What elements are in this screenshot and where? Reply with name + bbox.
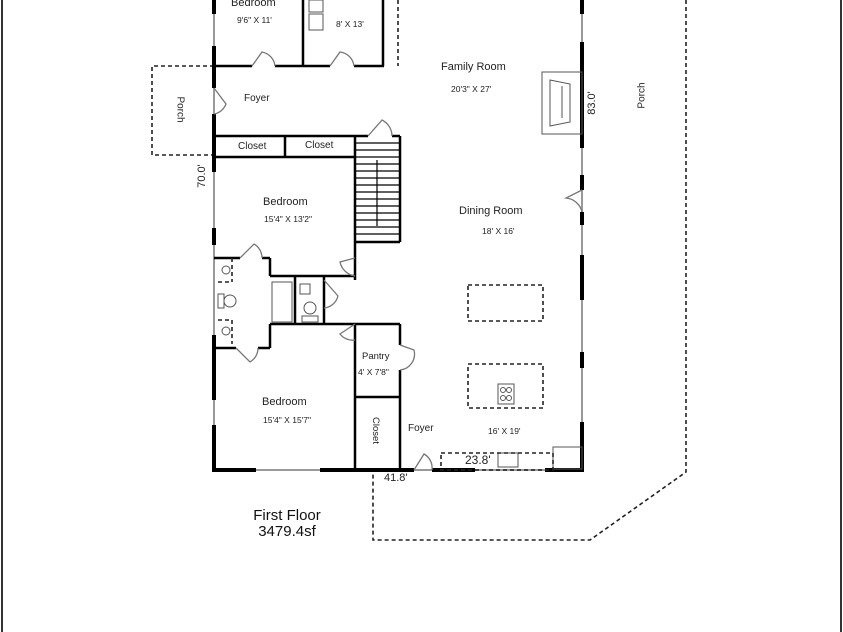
room-dims-8x13: 8' X 13' [336, 19, 364, 29]
room-dims-bedroom-bottom: 15'4" X 15'7" [263, 415, 312, 425]
room-dims-bedroom-middle: 15'4" X 13'2" [264, 214, 313, 224]
room-label-bedroom-top: Bedroom [231, 0, 276, 9]
dimension-bottom-wall: 41.8' [384, 472, 408, 484]
room-label-closet-1: Closet [238, 141, 267, 152]
floor-area: 3479.4sf [258, 523, 316, 540]
room-label-closet-2: Closet [305, 140, 334, 151]
room-label-family-room: Family Room [441, 61, 506, 73]
page-border-left [1, 0, 3, 632]
room-label-pantry: Pantry [362, 351, 390, 362]
room-label-dining-room: Dining Room [459, 205, 523, 217]
room-dims-bedroom-top: 9'6" X 11' [237, 15, 272, 25]
stair-treads [355, 142, 400, 235]
dashed-zones [218, 258, 554, 471]
floor-title: First Floor [253, 507, 321, 524]
floor-title-block: First Floor 3479.4sf [222, 508, 352, 540]
door-swings [213, 51, 583, 471]
room-dims-family-room: 20'3" X 27' [451, 84, 492, 94]
interior-walls [214, 0, 402, 470]
dimension-right-wall: 83.0' [585, 91, 598, 115]
porch-outline [151, 0, 687, 541]
page-border-right [840, 0, 842, 632]
dimension-left-wall: 70.0' [195, 164, 208, 188]
room-dims-dining-room: 18' X 16' [482, 226, 515, 236]
room-label-foyer-bottom: Foyer [408, 423, 434, 434]
fixtures [217, 0, 583, 470]
room-label-bedroom-bottom: Bedroom [262, 396, 307, 408]
room-label-porch-left: Porch [174, 96, 186, 123]
room-dims-pantry: 4' X 7'8" [358, 367, 389, 377]
room-label-foyer-top: Foyer [244, 93, 270, 104]
room-label-closet-vertical: Closet [369, 417, 381, 444]
room-label-bedroom-middle: Bedroom [263, 196, 308, 208]
room-label-porch-right: Porch [636, 82, 648, 109]
room-dims-kitchen: 16' X 19' [488, 426, 521, 436]
dimension-kitchen-counter: 23.8' [465, 453, 491, 467]
